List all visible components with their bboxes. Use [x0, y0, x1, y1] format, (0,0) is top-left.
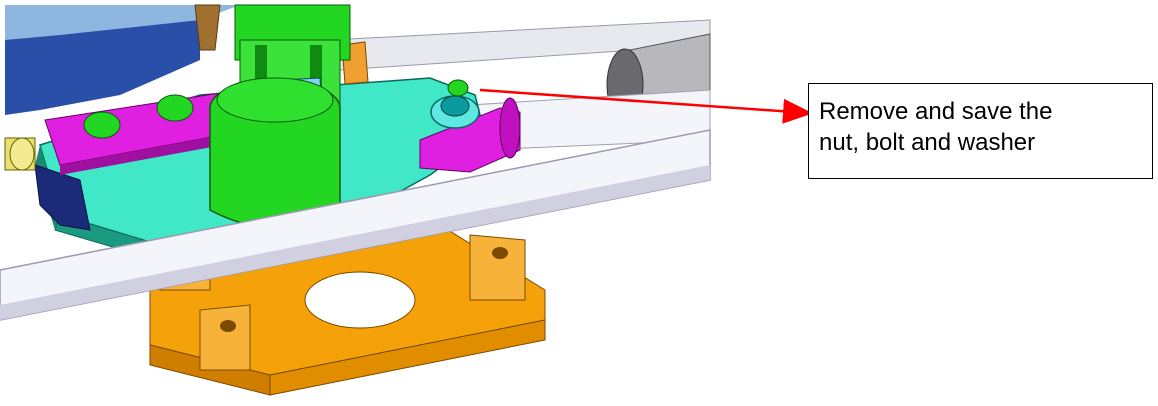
callout-text-line-1: Remove and save the	[819, 98, 1053, 125]
magenta-ring	[499, 97, 521, 159]
brown-pole	[194, 4, 221, 51]
magenta-plate	[44, 89, 251, 175]
navy-side-plate	[34, 164, 91, 231]
light-blue-frame-edge	[5, 5, 240, 40]
nut-bolt-washer	[430, 79, 480, 129]
yellow-pin	[4, 137, 36, 171]
callout-box: Remove and save the nut, bolt and washer	[808, 83, 1153, 179]
foreground-tube	[0, 129, 711, 321]
green-cylinder	[209, 4, 351, 229]
callout-text-line-2: nut, bolt and washer	[819, 129, 1036, 156]
cad-assembly-illustration	[0, 4, 711, 396]
